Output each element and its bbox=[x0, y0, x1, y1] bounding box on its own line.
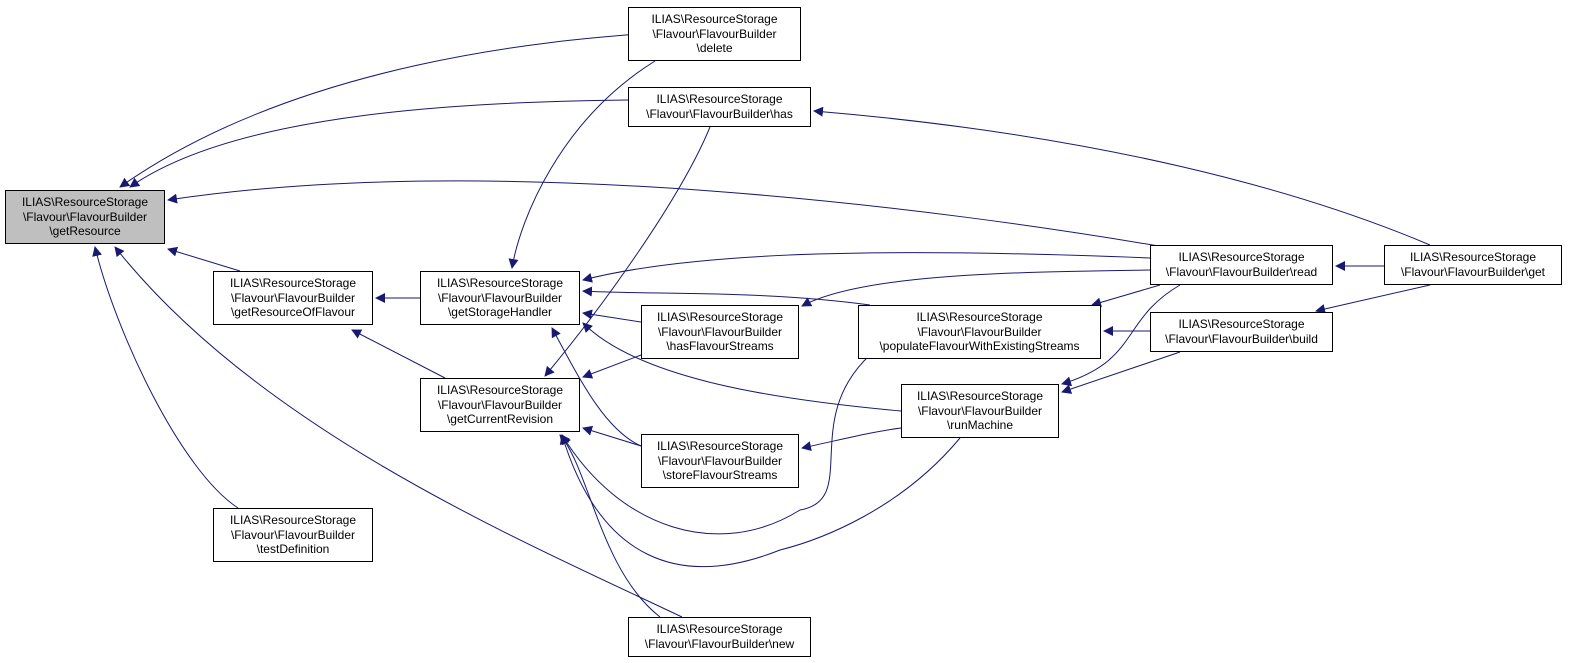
node-label-line: \hasFlavourStreams bbox=[666, 339, 774, 353]
node-build[interactable]: ILIAS\ResourceStorage\Flavour\FlavourBui… bbox=[1150, 312, 1333, 352]
edge-storeFlavourStreams-to-getStorageHandler bbox=[551, 327, 642, 447]
edge-read-to-runMachine bbox=[1061, 284, 1181, 387]
edge-read-to-hasFlavourStreams bbox=[801, 269, 1151, 307]
node-runMachine[interactable]: ILIAS\ResourceStorage\Flavour\FlavourBui… bbox=[901, 384, 1059, 438]
node-label-line: ILIAS\ResourceStorage bbox=[651, 12, 778, 26]
node-label-line: \Flavour\FlavourBuilder bbox=[657, 324, 783, 339]
edge-build-to-runMachine bbox=[1061, 351, 1181, 394]
edge-hasFlavourStreams-to-getCurrentRevision bbox=[582, 354, 642, 379]
edge-has-to-getResource bbox=[129, 99, 629, 188]
edge-read-to-getResource bbox=[167, 180, 1171, 249]
node-label-line: \Flavour\FlavourBuilder\read bbox=[1165, 264, 1318, 279]
node-label-line: \getResource bbox=[49, 224, 121, 238]
edge-getCurrentRevision-to-getResourceOfFlavour bbox=[351, 329, 446, 379]
node-label-line: ILIAS\ResourceStorage bbox=[1409, 250, 1537, 264]
node-testDefinition[interactable]: ILIAS\ResourceStorage\Flavour\FlavourBui… bbox=[213, 508, 373, 562]
edge-runMachine-to-storeFlavourStreams bbox=[801, 427, 902, 452]
node-label-line: ILIAS\ResourceStorage bbox=[656, 310, 784, 324]
node-label-line: \Flavour\FlavourBuilder\has bbox=[646, 106, 793, 121]
edge-getResourceOfFlavour-to-getResource bbox=[167, 246, 241, 272]
node-label-line: ILIAS\ResourceStorage bbox=[436, 276, 564, 290]
node-label-line: \Flavour\FlavourBuilder bbox=[230, 527, 356, 542]
edge-new-to-getResource bbox=[114, 246, 683, 618]
node-label-line: \getCurrentRevision bbox=[446, 412, 554, 426]
node-label-line: ILIAS\ResourceStorage bbox=[1178, 250, 1305, 264]
edge-storeFlavourStreams-to-getCurrentRevision bbox=[582, 425, 642, 447]
node-label-line: ILIAS\ResourceStorage bbox=[656, 622, 783, 636]
edge-runMachine-to-getStorageHandler bbox=[582, 322, 902, 412]
node-label-line: \Flavour\FlavourBuilder bbox=[437, 290, 563, 305]
node-label-line: \Flavour\FlavourBuilder bbox=[22, 209, 148, 224]
edge-testDefinition-to-getResource bbox=[92, 246, 239, 509]
node-label-line: \Flavour\FlavourBuilder bbox=[657, 453, 783, 468]
node-label-line: \populateFlavourWithExistingStreams bbox=[879, 339, 1080, 353]
node-label-line: \testDefinition bbox=[256, 542, 330, 556]
node-label-line: \Flavour\FlavourBuilder\get bbox=[1400, 264, 1546, 279]
node-label-line: ILIAS\ResourceStorage bbox=[229, 513, 357, 527]
node-storeFlavourStreams[interactable]: ILIAS\ResourceStorage\Flavour\FlavourBui… bbox=[641, 434, 799, 488]
node-getResource: ILIAS\ResourceStorage\Flavour\FlavourBui… bbox=[5, 190, 165, 244]
node-read[interactable]: ILIAS\ResourceStorage\Flavour\FlavourBui… bbox=[1150, 245, 1333, 285]
node-populateFlavourWithExistingStreams[interactable]: ILIAS\ResourceStorage\Flavour\FlavourBui… bbox=[858, 305, 1101, 359]
node-label-line: \Flavour\FlavourBuilder bbox=[652, 26, 777, 41]
node-delete[interactable]: ILIAS\ResourceStorage\Flavour\FlavourBui… bbox=[628, 7, 801, 61]
node-hasFlavourStreams[interactable]: ILIAS\ResourceStorage\Flavour\FlavourBui… bbox=[641, 305, 799, 359]
edge-get-to-has bbox=[813, 106, 1431, 246]
node-label-line: \delete bbox=[696, 41, 733, 55]
node-label-line: \getStorageHandler bbox=[447, 305, 553, 319]
node-label-line: ILIAS\ResourceStorage bbox=[436, 383, 564, 397]
edge-runMachine-to-getCurrentRevision bbox=[559, 434, 961, 568]
edge-read-to-getStorageHandler bbox=[582, 252, 1151, 283]
node-label-line: \Flavour\FlavourBuilder bbox=[230, 290, 356, 305]
node-label-line: \storeFlavourStreams bbox=[662, 468, 778, 482]
node-label-line: ILIAS\ResourceStorage bbox=[21, 195, 149, 209]
edge-populateFlavourWithExistingStreams-to-getCurrentRevision bbox=[561, 354, 871, 535]
edge-delete-to-getResource bbox=[119, 33, 641, 188]
node-getResourceOfFlavour[interactable]: ILIAS\ResourceStorage\Flavour\FlavourBui… bbox=[213, 271, 373, 325]
node-label-line: ILIAS\ResourceStorage bbox=[656, 92, 783, 106]
edge-read-to-populateFlavourWithExistingStreams bbox=[1091, 284, 1161, 308]
node-label-line: \Flavour\FlavourBuilder bbox=[437, 397, 563, 412]
edge-get-to-build bbox=[1315, 284, 1431, 314]
node-get[interactable]: ILIAS\ResourceStorage\Flavour\FlavourBui… bbox=[1384, 245, 1562, 285]
node-label-line: ILIAS\ResourceStorage bbox=[1178, 317, 1305, 331]
node-has[interactable]: ILIAS\ResourceStorage\Flavour\FlavourBui… bbox=[628, 87, 811, 127]
node-label-line: ILIAS\ResourceStorage bbox=[916, 310, 1043, 324]
node-label-line: \Flavour\FlavourBuilder\new bbox=[644, 636, 795, 651]
node-getCurrentRevision[interactable]: ILIAS\ResourceStorage\Flavour\FlavourBui… bbox=[420, 378, 580, 432]
node-label-line: \Flavour\FlavourBuilder bbox=[917, 324, 1042, 339]
edge-has-to-getCurrentRevision bbox=[544, 126, 711, 377]
node-label-line: ILIAS\ResourceStorage bbox=[656, 439, 784, 453]
node-label-line: \getResourceOfFlavour bbox=[230, 305, 356, 319]
edge-populateFlavourWithExistingStreams-to-getStorageHandler bbox=[582, 286, 871, 306]
node-label-line: ILIAS\ResourceStorage bbox=[916, 389, 1044, 403]
node-getStorageHandler[interactable]: ILIAS\ResourceStorage\Flavour\FlavourBui… bbox=[420, 271, 580, 325]
edge-delete-to-getStorageHandler bbox=[508, 60, 656, 269]
node-new[interactable]: ILIAS\ResourceStorage\Flavour\FlavourBui… bbox=[628, 617, 811, 657]
edge-hasFlavourStreams-to-getStorageHandler bbox=[582, 309, 642, 323]
node-label-line: \Flavour\FlavourBuilder bbox=[917, 403, 1043, 418]
edge-new-to-getCurrentRevision bbox=[559, 434, 661, 618]
node-label-line: \Flavour\FlavourBuilder\build bbox=[1165, 331, 1318, 346]
node-label-line: \runMachine bbox=[946, 418, 1014, 432]
node-label-line: ILIAS\ResourceStorage bbox=[229, 276, 357, 290]
